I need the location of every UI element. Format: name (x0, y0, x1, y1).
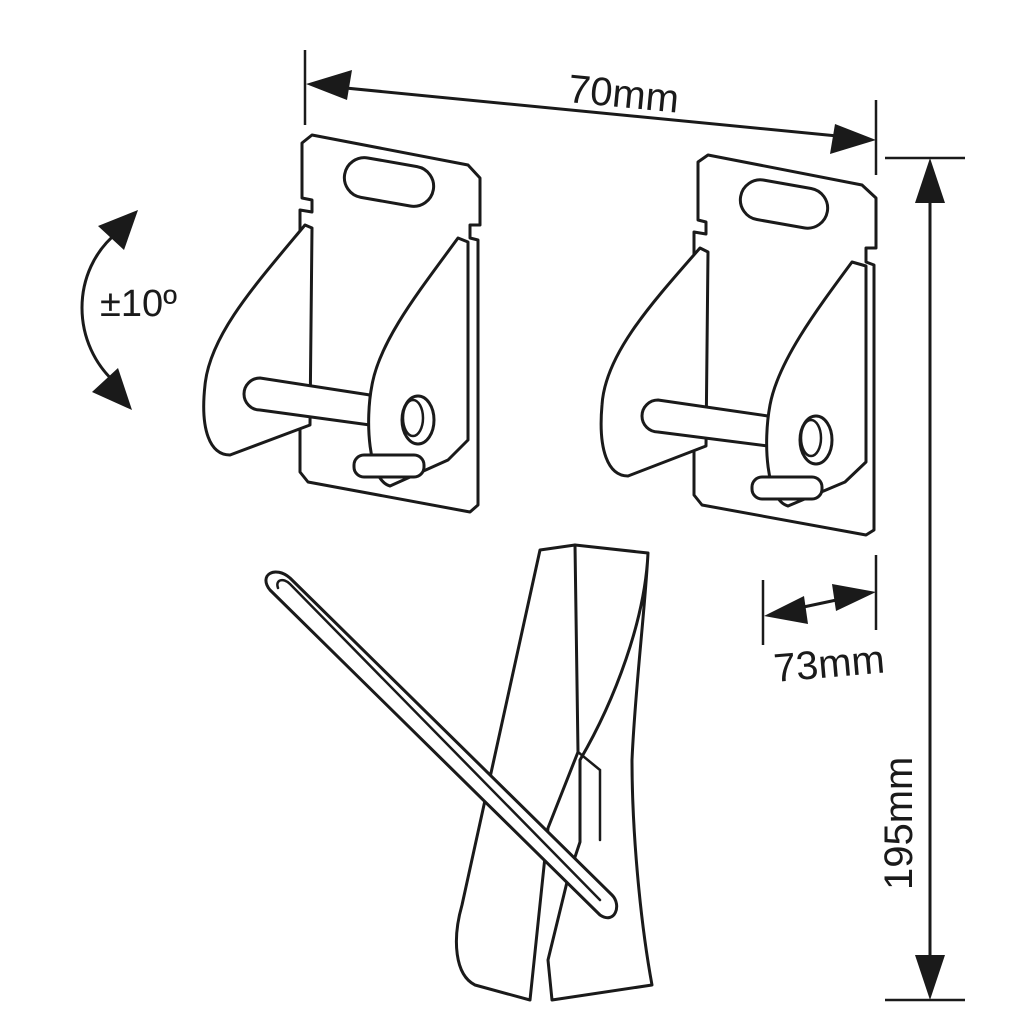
depth-label: 73mm (772, 637, 887, 691)
left-wing-inner (367, 236, 470, 488)
left-slot (342, 156, 436, 208)
width-arrow-right (830, 124, 876, 154)
wire-clip (264, 570, 619, 919)
tilt-arc (80, 230, 120, 387)
left-wing-outer (202, 223, 314, 457)
width-label: 70mm (566, 67, 681, 121)
right-slot (738, 178, 830, 230)
right-wing-hole-inner (799, 418, 823, 458)
tilt-arrow-top (98, 210, 138, 250)
width-arrow-left (306, 70, 352, 100)
right-wing-inner (765, 260, 868, 508)
width-dim-line (323, 84, 860, 140)
tilt-indicator: ±10º (80, 210, 177, 410)
height-arrow-top (915, 158, 945, 203)
left-lower-tab (352, 453, 426, 479)
height-arrow-bottom (915, 955, 945, 1000)
left-axle-pin (242, 376, 372, 427)
wedge-left-face (454, 543, 580, 1002)
left-wing-hole-inner (401, 398, 425, 438)
left-wing-edge (303, 223, 314, 230)
right-lower-tab (750, 475, 824, 501)
wire-clip-loop (264, 570, 619, 919)
height-dimension: 195mm (877, 156, 965, 1002)
left-bracket (202, 133, 482, 514)
wire-clip-inner (276, 578, 602, 902)
width-dimension: 70mm (303, 50, 878, 175)
depth-dimension: 73mm (761, 555, 887, 691)
tilt-label: ±10º (100, 283, 177, 325)
right-axle-pin (640, 398, 770, 448)
right-bracket (599, 153, 878, 537)
tilt-arrow-bottom (92, 368, 132, 410)
wedge-fold (576, 750, 602, 842)
depth-arrow-left (764, 596, 808, 624)
right-wing-outer (599, 246, 710, 478)
depth-arrow-right (832, 584, 876, 611)
height-label: 195mm (877, 757, 921, 890)
